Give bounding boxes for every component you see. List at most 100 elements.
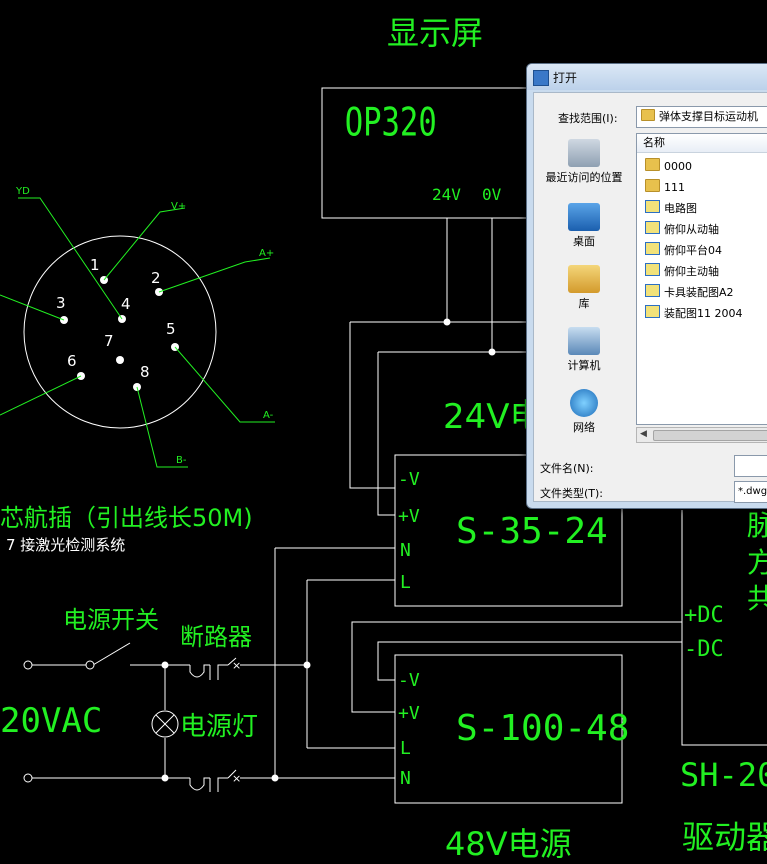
side-char-1: 脉	[747, 509, 767, 542]
display-title: 显示屏	[387, 14, 483, 52]
label-bminus: B-	[176, 455, 187, 466]
file-item[interactable]: 电路图	[645, 200, 697, 218]
file-name: 卡具装配图A2	[664, 286, 734, 299]
file-item[interactable]: 俯仰主动轴	[645, 263, 719, 281]
breaker-label: 断路器	[180, 623, 252, 651]
filetype-value: *.dwg	[738, 486, 767, 497]
label-aminus: A-	[263, 410, 274, 421]
svg-text:×: ×	[232, 659, 241, 672]
file-name: 俯仰从动轴	[664, 223, 719, 236]
desktop-icon	[568, 203, 600, 231]
driver-dc-plus: +DC	[684, 603, 724, 628]
pin-3: 3	[56, 294, 66, 312]
psu48-pin-minusv: -V	[398, 670, 420, 691]
folder-icon	[645, 179, 660, 192]
side-char-2: 方	[747, 546, 767, 579]
dwg-file-icon	[645, 200, 660, 213]
filename-input[interactable]	[734, 455, 767, 477]
op320-label: OP320	[345, 100, 437, 146]
psu24-box	[394, 454, 623, 607]
psu48-model: S-100-48	[456, 708, 629, 749]
place-network-label: 网络	[573, 421, 595, 434]
label-yd: YD	[15, 186, 30, 197]
label-aplus: A+	[259, 248, 274, 259]
recent-places-icon	[568, 139, 600, 167]
pin-2: 2	[151, 269, 161, 287]
place-recent[interactable]: 最近访问的位置	[538, 139, 630, 185]
file-item[interactable]: 卡具装配图A2	[645, 284, 734, 302]
open-file-dialog[interactable]: 打开 查找范围(I): 弹体支撑目标运动机 最近访问的位置 桌面 库 计算机	[526, 63, 767, 509]
connector-subcaption: 7 接激光检测系统	[6, 536, 125, 554]
look-in-label: 查找范围(I):	[558, 112, 618, 125]
folder-icon	[645, 158, 660, 171]
dwg-file-icon	[645, 263, 660, 276]
connector-outline	[23, 235, 217, 429]
place-library-label: 库	[578, 297, 590, 310]
psu48-title: 48V电源	[445, 825, 572, 863]
lamp-label: 电源灯	[180, 712, 258, 742]
psu48-pin-n: N	[400, 768, 411, 789]
file-item[interactable]: 0000	[645, 158, 692, 176]
pin-4: 4	[121, 295, 131, 313]
place-desktop-label: 桌面	[573, 235, 595, 248]
dwg-file-icon	[645, 305, 660, 318]
dialog-title: 打开	[553, 71, 578, 85]
scrollbar-thumb[interactable]	[653, 430, 767, 441]
column-header-name[interactable]: 名称	[637, 134, 767, 153]
driver-dc-minus: -DC	[684, 637, 724, 662]
driver-box	[681, 510, 767, 746]
pin-6: 6	[67, 352, 77, 370]
scroll-left-arrow-icon[interactable]: ◀	[640, 429, 647, 439]
psu24-pin-plusv: +V	[398, 506, 420, 527]
place-recent-label: 最近访问的位置	[545, 171, 623, 184]
file-item[interactable]: 111	[645, 179, 685, 197]
file-item[interactable]: 俯仰从动轴	[645, 221, 719, 239]
driver-model: SH-204	[680, 756, 767, 794]
psu24-pin-minusv: -V	[398, 469, 420, 490]
file-item[interactable]: 装配图11 2004	[645, 305, 743, 323]
dialog-body: 查找范围(I): 弹体支撑目标运动机 最近访问的位置 桌面 库 计算机	[533, 92, 767, 503]
switch-label: 电源开关	[63, 606, 159, 634]
computer-icon	[568, 327, 600, 355]
horizontal-scrollbar[interactable]: ◀	[636, 427, 767, 443]
svg-text:×: ×	[232, 772, 241, 785]
label-vplus: V+	[171, 201, 186, 212]
place-network[interactable]: 网络	[538, 389, 630, 435]
psu48-box	[394, 654, 623, 804]
psu24-pin-n: N	[400, 540, 411, 561]
file-name: 电路图	[664, 202, 697, 215]
op-pin-0v: 0V	[482, 185, 502, 204]
driver-title: 驱动器	[682, 818, 767, 856]
dwg-file-icon	[645, 242, 660, 255]
folder-icon	[641, 109, 655, 121]
place-desktop[interactable]: 桌面	[538, 203, 630, 249]
place-computer[interactable]: 计算机	[538, 327, 630, 373]
place-computer-label: 计算机	[567, 359, 601, 372]
file-name: 俯仰主动轴	[664, 265, 719, 278]
file-name: 0000	[664, 160, 692, 173]
connector-caption: 芯航插（引出线长50M)	[0, 504, 253, 532]
mains-label: 20VAC	[0, 701, 102, 741]
place-library[interactable]: 库	[538, 265, 630, 311]
look-in-value: 弹体支撑目标运动机	[659, 110, 758, 123]
pin-7: 7	[104, 332, 114, 350]
side-char-3: 共	[747, 582, 767, 615]
filetype-dropdown[interactable]: *.dwg	[734, 481, 767, 503]
look-in-dropdown[interactable]: 弹体支撑目标运动机	[636, 106, 767, 128]
pin-1: 1	[90, 256, 100, 274]
psu48-pin-l: L	[400, 738, 411, 759]
network-icon	[570, 389, 598, 417]
dwg-file-icon	[645, 284, 660, 297]
op-pin-24v: 24V	[432, 185, 461, 204]
filetype-label: 文件类型(T):	[540, 487, 604, 500]
file-name: 111	[664, 181, 685, 194]
psu24-pin-l: L	[400, 572, 411, 593]
dialog-app-icon	[533, 70, 549, 86]
psu48-pin-plusv: +V	[398, 703, 420, 724]
pin-8: 8	[140, 363, 150, 381]
filename-label: 文件名(N):	[540, 462, 594, 475]
file-list[interactable]: 名称 0000 111 电路图 俯仰从动轴 俯仰平台04 俯仰主动轴 卡具装配图…	[636, 133, 767, 425]
file-item[interactable]: 俯仰平台04	[645, 242, 722, 260]
dialog-titlebar[interactable]: 打开	[527, 64, 767, 90]
